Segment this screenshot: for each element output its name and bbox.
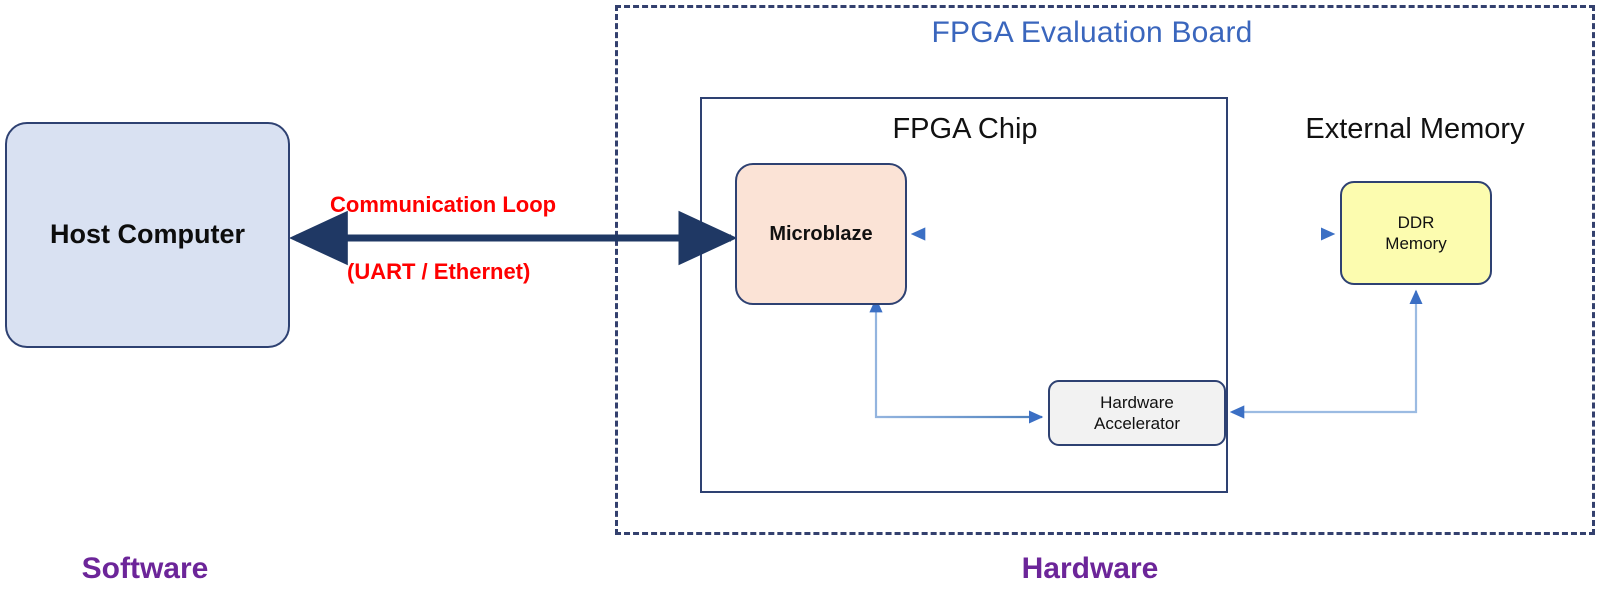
hardware-accelerator-label-line1: Hardware — [1100, 392, 1174, 412]
communication-loop-label: Communication Loop — [330, 192, 557, 217]
hardware-accelerator-label-line2: Accelerator — [1094, 414, 1180, 433]
host-computer-label: Host Computer — [50, 219, 245, 250]
microblaze-label: Microblaze — [769, 222, 873, 245]
ddr-memory-box[interactable]: DDR Memory — [1340, 181, 1492, 285]
hardware-accelerator-label: Hardware Accelerator — [1094, 392, 1180, 435]
fpga-evaluation-board-title: FPGA Evaluation Board — [931, 16, 1253, 49]
communication-protocol-label: (UART / Ethernet) — [347, 259, 531, 284]
hardware-section-label: Hardware — [1021, 552, 1159, 585]
ddr-memory-label-line2: Memory — [1385, 234, 1447, 253]
fpga-chip-label: FPGA Chip — [892, 113, 1038, 145]
connector-accelerator-to-ddr — [1229, 289, 1423, 419]
microblaze-box[interactable]: Microblaze — [735, 163, 907, 305]
fpga-chip-region — [700, 97, 1228, 493]
hardware-accelerator-box[interactable]: Hardware Accelerator — [1048, 380, 1226, 446]
connector-microblaze-to-accelerator — [869, 297, 1044, 424]
host-computer-box[interactable]: Host Computer — [5, 122, 290, 348]
ddr-memory-label: DDR Memory — [1385, 212, 1446, 255]
ddr-memory-label-line1: DDR — [1397, 212, 1435, 232]
fpga-evaluation-board-region — [615, 5, 1595, 535]
software-section-label: Software — [81, 552, 209, 585]
external-memory-label: External Memory — [1305, 113, 1525, 145]
